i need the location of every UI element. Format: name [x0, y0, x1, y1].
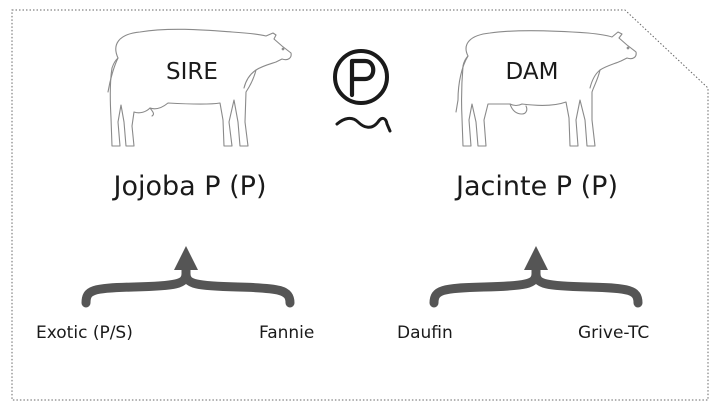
dam-name: Jacinte P (P): [456, 171, 618, 202]
dam-label: DAM: [505, 59, 559, 85]
sire-arrow-icon: [174, 246, 198, 270]
polled-p-icon: [333, 49, 392, 133]
sire-mother-name: Fannie: [259, 323, 315, 343]
sire-parents-bracket: [81, 246, 295, 308]
sire-name: Jojoba P (P): [113, 171, 267, 202]
sire-father-name: Exotic (P/S): [36, 323, 133, 343]
dam-mother-name: Grive-TC: [578, 323, 650, 343]
dam-father-name: Daufin: [397, 323, 453, 343]
sire-label: SIRE: [166, 59, 218, 85]
sire-cow-icon: [107, 28, 292, 147]
dam-arrow-icon: [524, 246, 548, 270]
dam-cow-icon: [455, 30, 637, 147]
dam-parents-bracket: [429, 246, 643, 308]
dotted-frame: [11, 9, 709, 401]
